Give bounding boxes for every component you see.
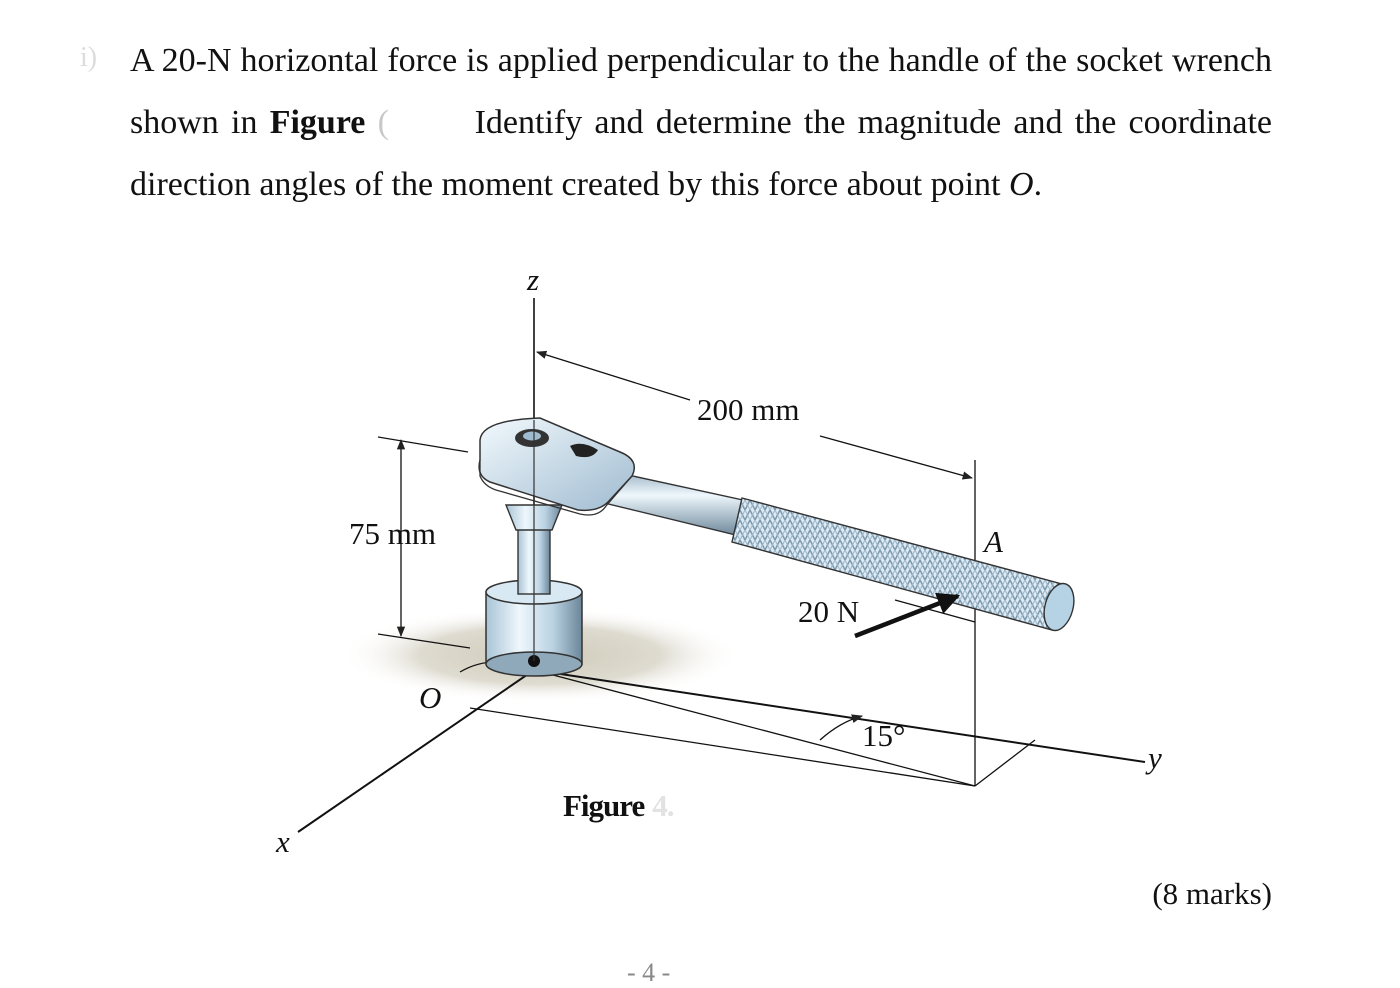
figure-caption-ghost: 4. — [652, 788, 674, 823]
dim-75-bottom-ext — [377, 633, 471, 649]
socket-wrench-figure — [297, 298, 1146, 833]
construction-line-3 — [974, 739, 1036, 787]
point-a-label: A — [984, 524, 1003, 559]
y-axis-label: y — [1148, 740, 1162, 775]
figure-reference-ghost: ( — [365, 104, 389, 141]
force-direction-line — [894, 599, 976, 623]
ratchet-switch — [570, 443, 598, 458]
question-number: i) — [80, 42, 98, 73]
origin-label: O — [419, 680, 442, 715]
knurled-grip — [731, 497, 1075, 632]
construction-line-2 — [533, 669, 976, 787]
problem-line-1: A 20-N horizontal force is applied perpe… — [130, 42, 1272, 79]
figure-reference: Figure — [269, 104, 366, 141]
dim-75-top-ext — [377, 436, 469, 453]
x-axis-line — [297, 669, 535, 833]
problem-line-3-end: . — [1033, 166, 1043, 203]
wrench-head — [478, 417, 635, 516]
problem-line-2b: Identify and determine the magnitude and… — [474, 104, 1273, 141]
construction-line-1 — [469, 707, 976, 787]
force-label: 20 N — [798, 594, 860, 629]
x-axis-label: x — [276, 824, 290, 859]
angle-arc — [819, 714, 864, 741]
dim-200-line-right — [819, 435, 974, 480]
page-number: - 4 - — [627, 958, 671, 987]
point-o-reference: O — [1009, 166, 1034, 203]
dim-200-line-left — [536, 350, 691, 401]
problem-statement: A 20-N horizontal force is applied perpe… — [130, 30, 1272, 216]
y-axis-line — [533, 669, 1146, 763]
problem-line-3: direction angles of the moment created b… — [130, 166, 1010, 203]
marks-label: (8 marks) — [1152, 876, 1272, 911]
force-arrow — [854, 592, 961, 639]
problem-line-2a: shown in — [130, 104, 270, 141]
handle-length-label: 200 mm — [697, 392, 800, 427]
height-label: 75 mm — [349, 516, 436, 551]
figure-caption-text: Figure — [563, 788, 645, 823]
z-axis-label: z — [527, 262, 540, 297]
angle-label: 15° — [862, 718, 906, 753]
